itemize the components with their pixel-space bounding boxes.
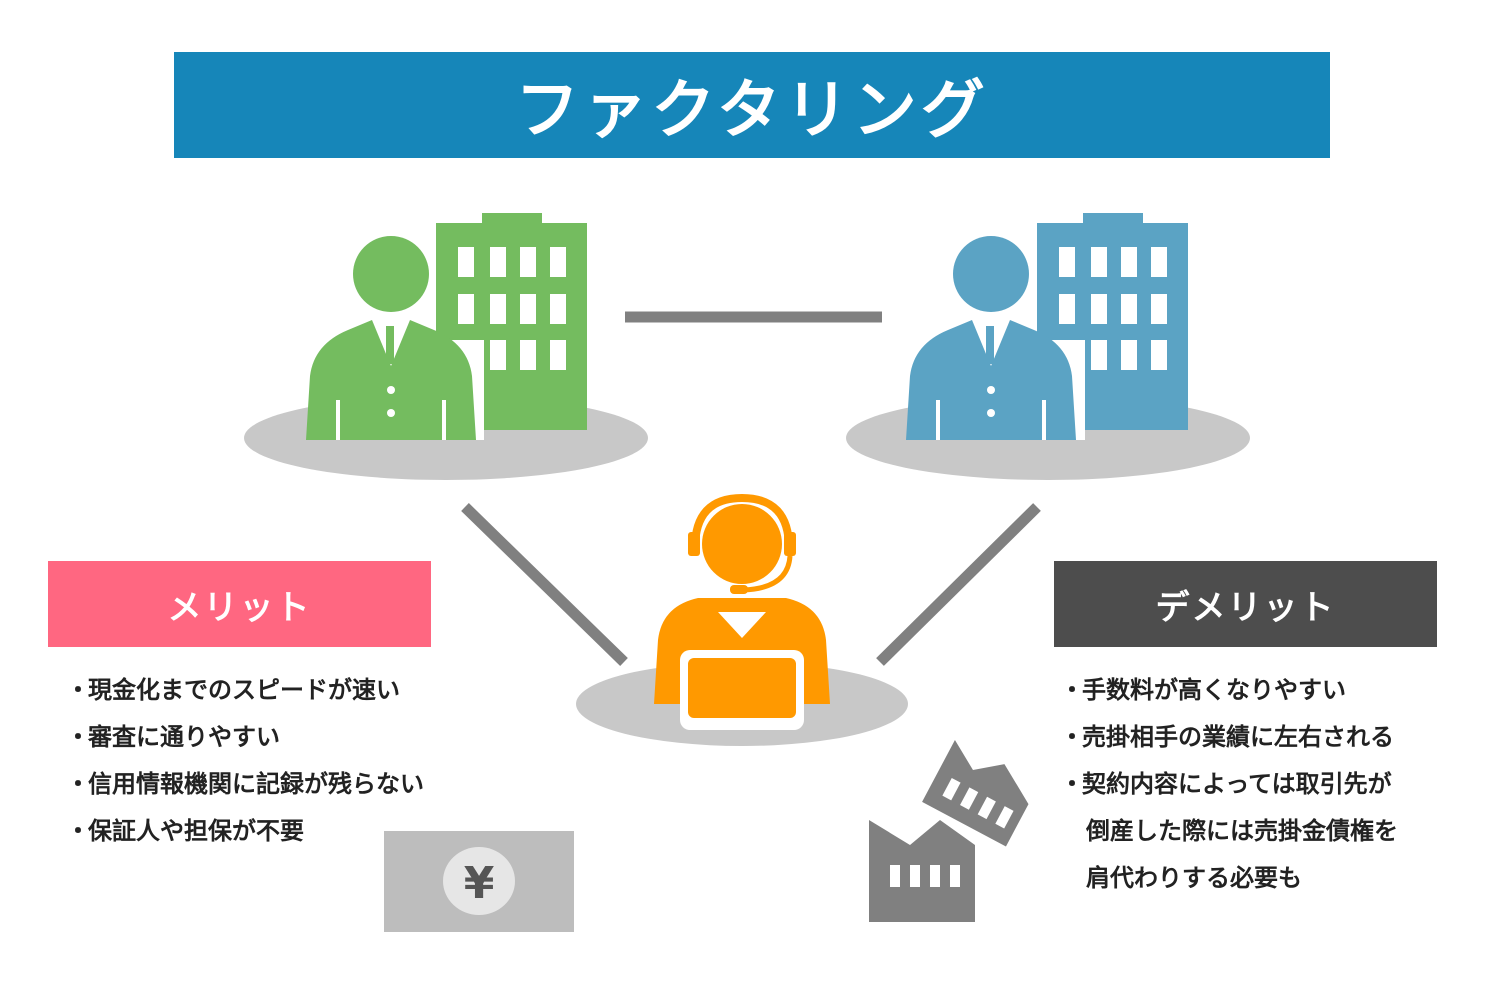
list-item: ・現金化までのスピードが速い <box>66 676 400 704</box>
headset-band <box>691 493 793 549</box>
list-item: ・手数料が高くなりやすい <box>1060 676 1346 704</box>
demerit-header-label: デメリット <box>1155 587 1336 628</box>
headset-mic <box>743 555 793 593</box>
collapsing-factory-icon <box>869 740 1029 922</box>
headset-ear-right <box>784 532 796 556</box>
merit-header-label: メリット <box>167 587 312 628</box>
connector-line-right <box>876 503 1041 666</box>
operator-head <box>702 504 782 584</box>
page-title: ファクタリング <box>515 74 989 148</box>
merit-list: ・現金化までのスピードが速い ・審査に通りやすい ・信用情報機関に記録が残らない… <box>66 667 424 855</box>
list-item: ・保証人や担保が不要 <box>66 817 304 845</box>
merit-header: メリット <box>48 561 431 647</box>
yen-banknote-icon: ¥ <box>384 831 574 932</box>
person-head <box>953 236 1029 312</box>
demerit-list: ・手数料が高くなりやすい ・売掛相手の業績に左右される ・契約内容によっては取引… <box>1060 667 1398 902</box>
list-item: ・信用情報機関に記録が残らない <box>66 770 424 798</box>
list-item-continuation: 肩代わりする必要も <box>1086 864 1302 892</box>
list-item: ・売掛相手の業績に左右される <box>1060 723 1394 751</box>
businessperson-building-icon <box>244 213 648 480</box>
person-body <box>906 320 1076 440</box>
person-body <box>306 320 476 440</box>
demerit-header: デメリット <box>1054 561 1437 647</box>
list-item: ・審査に通りやすい <box>66 723 280 751</box>
connector-line-left <box>461 503 628 666</box>
list-item-continuation: 倒産した際には売掛金債権を <box>1086 817 1398 845</box>
list-item: ・契約内容によっては取引先が <box>1060 770 1392 798</box>
headset-ear-left <box>688 532 700 556</box>
businessperson-building-icon <box>846 213 1250 480</box>
title-banner: ファクタリング <box>174 52 1330 158</box>
person-head <box>353 236 429 312</box>
headset-operator-laptop-icon <box>576 493 908 746</box>
yen-symbol: ¥ <box>464 858 495 909</box>
